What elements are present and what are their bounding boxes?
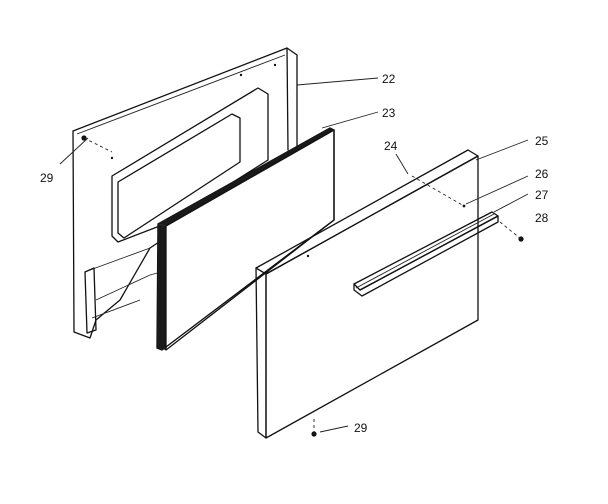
screw-29-left [81, 135, 113, 153]
callout-27: 27 [535, 188, 549, 202]
screw-29-bottom [311, 416, 317, 437]
leader-29-left [59, 137, 89, 165]
callout-22: 22 [382, 72, 396, 86]
callout-24: 24 [384, 139, 398, 153]
callout-29-left: 29 [40, 171, 54, 185]
leader-29-bottom [319, 425, 349, 433]
leader-26 [465, 175, 529, 205]
callout-23: 23 [382, 106, 396, 120]
outer-door-panel [255, 149, 479, 439]
leader-24 [395, 153, 409, 175]
alignment-26 [411, 175, 466, 208]
glass-pane [156, 127, 335, 351]
leader-lines [59, 77, 529, 433]
door-handle [353, 211, 499, 297]
callout-28: 28 [535, 211, 549, 225]
leader-22 [296, 77, 379, 86]
inner-door-liner [72, 47, 298, 339]
leader-23 [321, 111, 379, 129]
leader-25 [475, 139, 529, 161]
leader-27 [493, 193, 529, 213]
callout-26: 26 [535, 167, 549, 181]
callout-25: 25 [535, 134, 549, 148]
callout-29-bottom: 29 [354, 421, 368, 435]
screw-28 [499, 221, 524, 242]
